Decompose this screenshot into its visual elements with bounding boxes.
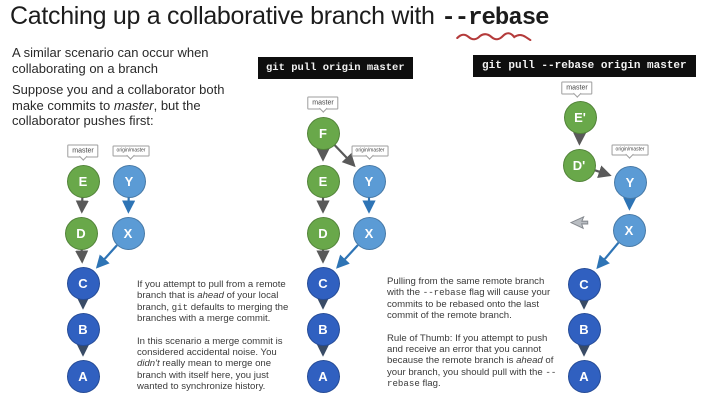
slide-title: Catching up a collaborative branch with … [10, 2, 550, 41]
commit-node-git-pull-merge-result-F: F [306, 116, 340, 150]
red-squiggle-underline [456, 32, 532, 41]
commit-node-local-merge-scenario-E: E [66, 164, 100, 198]
command-git-pull: git pull origin master [258, 57, 413, 79]
commit-node-git-pull-merge-result-C: C [306, 266, 340, 300]
command-git-pull-rebase: git pull --rebase origin master [473, 55, 696, 77]
commit-node-git-pull-rebase-result-D2: D' [562, 148, 596, 182]
note-merge-para-2: In this scenario a merge commit is consi… [137, 335, 283, 393]
title-text: Catching up a collaborative branch with [10, 2, 442, 30]
note-rebase-para-1: Pulling from the same remote branch with… [387, 276, 551, 322]
title-code-rebase: --rebase [441, 5, 550, 41]
commit-node-git-pull-merge-result-Y: Y [352, 164, 386, 198]
commit-node-local-merge-scenario-Y: Y [112, 164, 146, 198]
commit-node-git-pull-rebase-result-B: B [567, 312, 601, 346]
branch-label-origin-master: origin/master [112, 145, 150, 157]
note-rebase-explanation: Pulling from the same remote branch with… [387, 276, 561, 401]
intro-paragraph-2: Suppose you and a collaborator both make… [12, 82, 225, 128]
branch-label-master: master [67, 144, 99, 158]
branch-label-origin-master: origin/master [611, 144, 649, 156]
title-code-text: --rebase [441, 5, 549, 32]
branch-label-master: master [307, 96, 339, 110]
commit-node-git-pull-merge-result-B: B [306, 312, 340, 346]
branch-label-master: master [561, 81, 593, 95]
note-rebase-para-2: Rule of Thumb: If you attempt to push an… [387, 332, 557, 390]
commit-node-git-pull-merge-result-E: E [306, 164, 340, 198]
commit-node-git-pull-rebase-result-Y: Y [613, 165, 647, 199]
commit-edge-X-C [596, 241, 620, 270]
commit-node-git-pull-rebase-result-C: C [567, 267, 601, 301]
commit-node-git-pull-rebase-result-E2: E' [563, 100, 597, 134]
commit-node-git-pull-merge-result-A: A [306, 359, 340, 393]
commit-edge-X-C [336, 244, 359, 269]
commit-node-local-merge-scenario-D: D [64, 216, 98, 250]
commit-edge-X-C [95, 244, 118, 269]
commit-edge-E-D [75, 197, 89, 214]
intro-paragraph-1: A similar scenario can occur when collab… [12, 45, 209, 76]
commit-edge-D2-Y [594, 165, 612, 178]
note-merge-para-1: If you attempt to pull from a remote bra… [137, 279, 289, 325]
commit-node-git-pull-merge-result-X: X [352, 216, 386, 250]
commit-node-git-pull-rebase-result-A: A [567, 359, 601, 393]
mouse-cursor-icon [569, 215, 589, 230]
note-merge-explanation: If you attempt to pull from a remote bra… [137, 279, 298, 404]
branch-label-origin-master: origin/master [351, 145, 389, 157]
commit-node-local-merge-scenario-B: B [66, 312, 100, 346]
commit-node-git-pull-rebase-result-X: X [612, 213, 646, 247]
commit-node-local-merge-scenario-A: A [66, 359, 100, 393]
commit-node-local-merge-scenario-C: C [66, 266, 100, 300]
commit-node-local-merge-scenario-X: X [111, 216, 145, 250]
commit-node-git-pull-merge-result-D: D [306, 216, 340, 250]
